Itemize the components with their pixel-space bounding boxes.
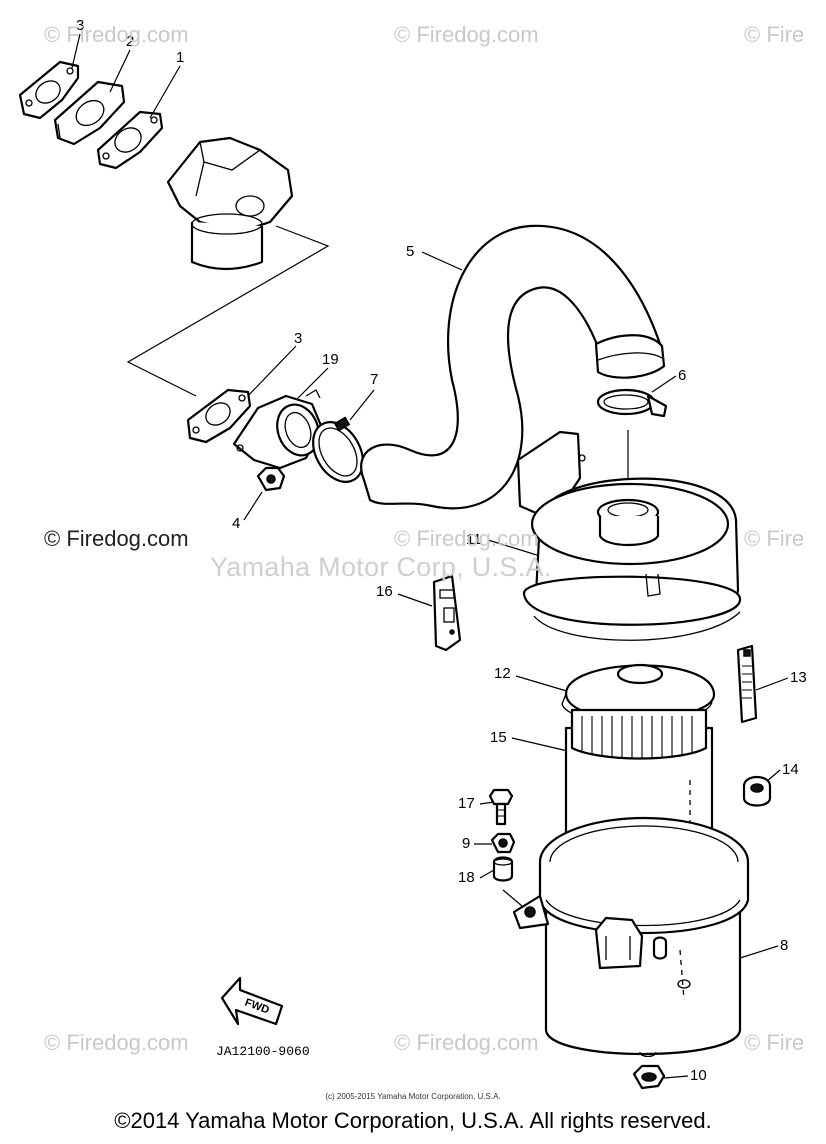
grommet-14[interactable] [742, 775, 772, 807]
air-cleaner-case-cover-11[interactable] [516, 430, 742, 641]
hose-clamp-6[interactable] [596, 388, 668, 418]
reference-line [126, 225, 330, 397]
callout-5: 5 [406, 243, 414, 260]
bolt-17[interactable] [488, 788, 514, 826]
callout-17: 17 [458, 795, 475, 812]
callout-6: 6 [678, 367, 686, 384]
callout-2: 2 [126, 33, 134, 50]
gasket-3-lower[interactable] [186, 388, 252, 444]
watermark-bottom-left: © Firedog.com [44, 1030, 189, 1055]
callout-12: 12 [494, 665, 511, 682]
watermark-bottom-right: © Fire [744, 1030, 805, 1055]
callout-7: 7 [370, 371, 378, 388]
callout-3-lower: 3 [294, 330, 302, 347]
watermark-mid-left: © Firedog.com [44, 526, 189, 551]
watermark-top-center: © Firedog.com [394, 22, 539, 47]
carburetor-joint-19[interactable] [232, 389, 326, 470]
gasket-1[interactable] [96, 110, 164, 170]
copyright-notice: ©2014 Yamaha Motor Corporation, U.S.A. A… [114, 1108, 712, 1133]
callout-18: 18 [458, 869, 475, 886]
corp-watermark: Yamaha Motor Corp, U.S.A. [210, 552, 552, 582]
drain-plug-10[interactable] [632, 1064, 666, 1090]
callout-16: 16 [376, 583, 393, 600]
callout-19: 19 [322, 351, 339, 368]
callout-10: 10 [690, 1067, 707, 1084]
callout-11: 11 [466, 531, 482, 548]
clip-16[interactable] [432, 574, 462, 652]
nut-4[interactable] [256, 466, 286, 492]
clip-13[interactable] [736, 644, 758, 724]
callout-14: 14 [782, 761, 799, 778]
gasket-3-top[interactable] [18, 60, 80, 120]
watermark-mid-right: © Fire [744, 526, 805, 551]
callout-13: 13 [790, 669, 807, 686]
watermark-mid-center: © Firedog.com [394, 526, 539, 551]
air-intake-hose-5[interactable] [360, 224, 666, 510]
callout-15: 15 [490, 729, 507, 746]
watermark-top-left: © Firedog.com [44, 22, 189, 47]
collar-18[interactable] [492, 856, 514, 882]
fwd-arrow-icon: FWD [220, 976, 284, 1026]
gasket-2-spacer[interactable] [53, 80, 126, 146]
callout-1: 1 [176, 49, 184, 66]
callout-9: 9 [462, 835, 470, 852]
diagram-reference-code: JA12100-9060 [216, 1044, 310, 1059]
watermark-bottom-center: © Firedog.com [394, 1030, 539, 1055]
callout-4: 4 [232, 515, 240, 532]
callout-8: 8 [780, 937, 788, 954]
nut-9[interactable] [490, 832, 516, 854]
assembly-line-bolt [502, 889, 523, 907]
watermark-top-right: © Fire [744, 22, 805, 47]
callout-3-top: 3 [76, 17, 84, 34]
carburetor-reference [166, 136, 294, 271]
hose-clamp-7[interactable] [303, 413, 373, 490]
tiny-copyright: (c) 2005-2015 Yamaha Motor Corporation, … [325, 1092, 501, 1101]
air-cleaner-case-8[interactable] [512, 816, 750, 1058]
